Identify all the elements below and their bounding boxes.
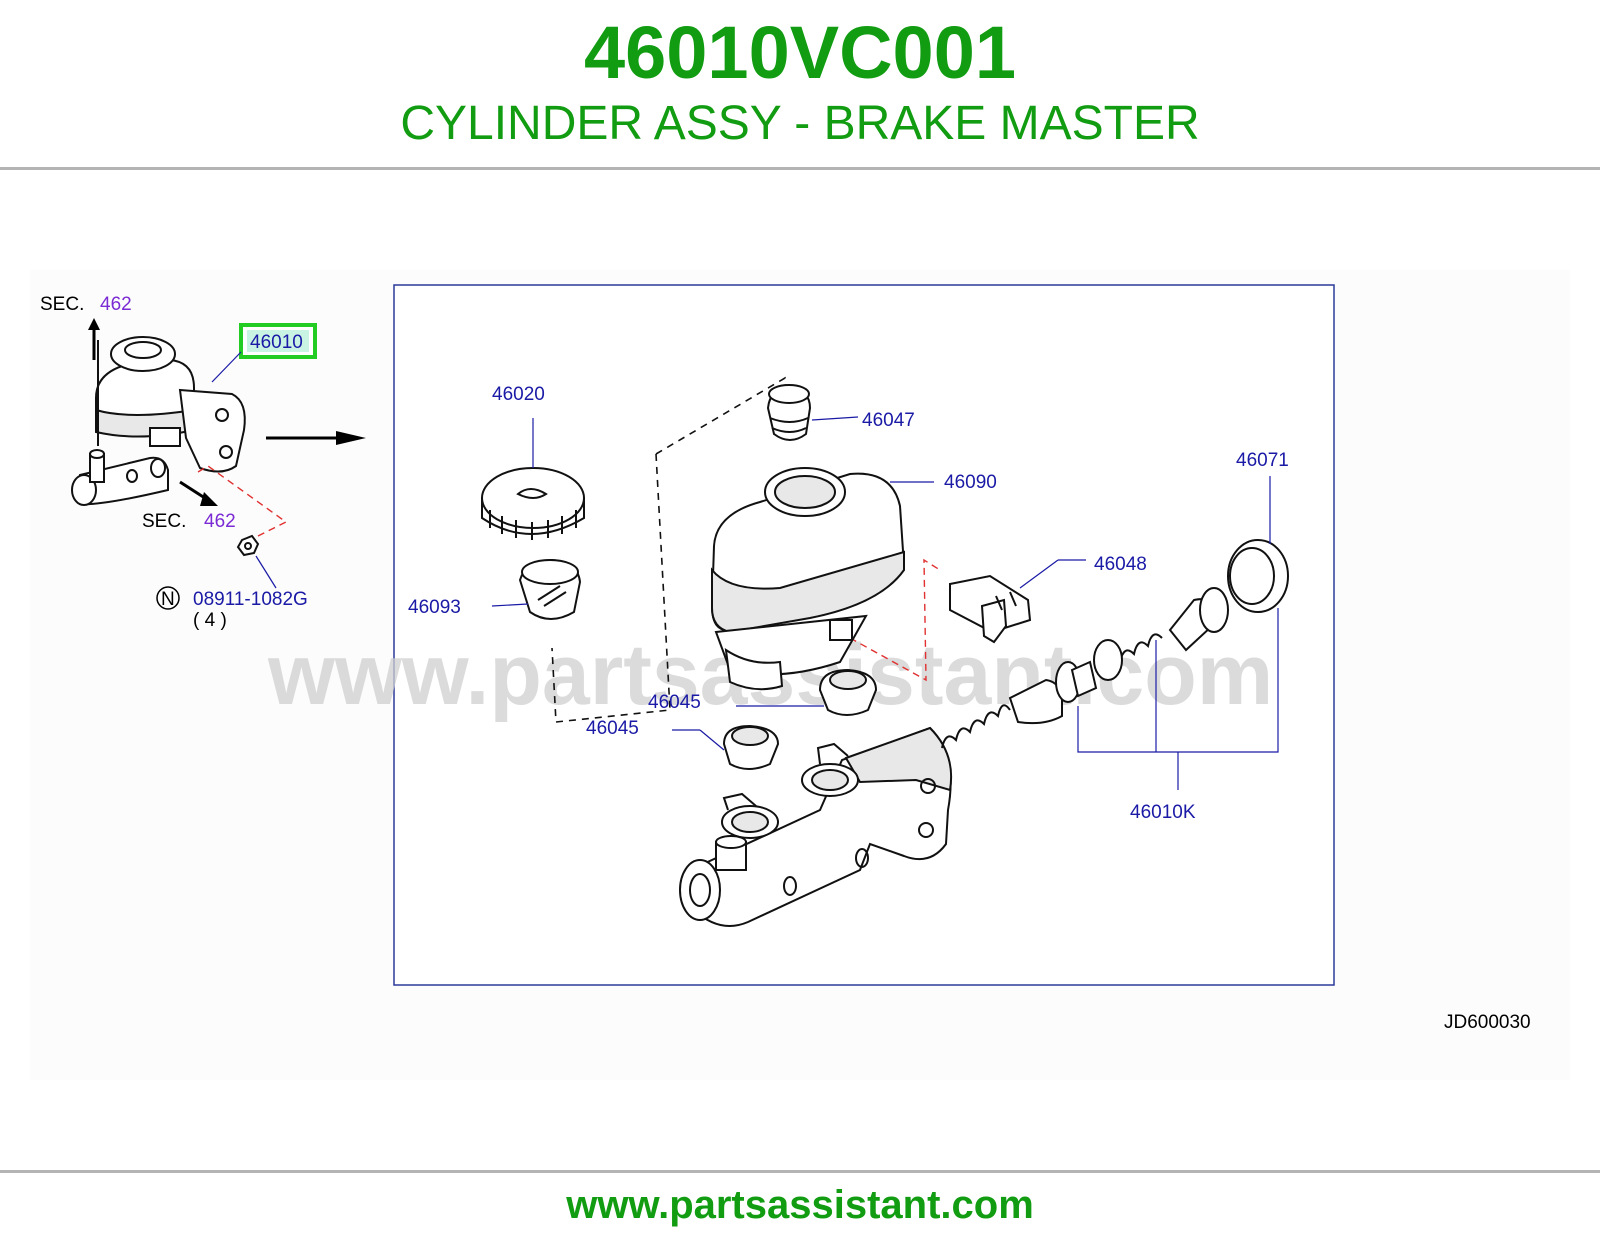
n-symbol-circle: [156, 586, 180, 610]
nut-leader: [255, 555, 277, 589]
callout-46048[interactable]: 46048: [1094, 554, 1147, 575]
seal-ring-icon: [1227, 539, 1289, 613]
callout-46045-a[interactable]: 46045: [648, 692, 701, 713]
sec-top-link[interactable]: 462: [100, 294, 132, 315]
sec-top-prefix: SEC.: [40, 294, 84, 315]
part-name-subtitle: CYLINDER ASSY - BRAKE MASTER: [400, 97, 1200, 150]
footer-divider: [0, 1170, 1600, 1173]
expand-arrow-head-icon: [336, 431, 366, 445]
master-cylinder-body-icon: [679, 726, 953, 927]
nut-location-dashline: [197, 465, 288, 541]
highlighted-part-leader: [211, 351, 242, 383]
strainer-icon: [518, 558, 582, 620]
grommet-a-icon: [818, 668, 878, 716]
nut-quantity: ( 4 ): [193, 610, 227, 631]
leader-46093: [491, 603, 529, 607]
plug-grommet-icon: [766, 384, 812, 441]
n-symbol-label: N: [161, 589, 175, 610]
sec-bottom-link[interactable]: 462: [204, 511, 236, 532]
callout-46047[interactable]: 46047: [862, 410, 915, 431]
leader-46045-b2: [699, 729, 725, 751]
exploded-view-drawing: SEC. 462 46010: [40, 284, 1531, 1033]
leader-46047: [811, 416, 859, 421]
reservoir-cap-icon: [481, 467, 585, 540]
overview-cylinder-icon: [71, 336, 246, 506]
highlighted-part-label[interactable]: 46010: [250, 332, 303, 353]
callout-46090[interactable]: 46090: [944, 472, 997, 493]
nut-icon: [236, 534, 260, 557]
overview-assembly: SEC. 462 46010: [40, 294, 366, 631]
highlighted-part-fill: [247, 330, 309, 352]
header-divider: [0, 167, 1600, 170]
page-header: 46010VC001 CYLINDER ASSY - BRAKE MASTER: [0, 0, 1600, 170]
callout-46093[interactable]: 46093: [408, 597, 461, 618]
grommet-b-icon: [722, 724, 780, 770]
piston-kit-icon: [941, 587, 1229, 749]
callout-46010k[interactable]: 46010K: [1130, 802, 1196, 823]
level-sensor-icon: [949, 574, 1032, 644]
strainer-guide-dashline: [551, 453, 671, 723]
footer-website-link[interactable]: www.partsassistant.com: [566, 1183, 1034, 1227]
nut-part-number[interactable]: 08911-1082G: [193, 589, 308, 610]
drawing-code: JD600030: [1444, 1012, 1531, 1033]
parts-diagram: SEC. 462 46010: [0, 270, 1600, 1080]
callout-46020[interactable]: 46020: [492, 384, 545, 405]
cap-guide-dashline: [655, 376, 788, 455]
up-arrow-head-icon: [88, 318, 100, 330]
part-number-title: 46010VC001: [583, 11, 1017, 94]
sec-bottom-prefix: SEC.: [142, 511, 186, 532]
leader-46048a: [1019, 559, 1059, 589]
callout-46045-b[interactable]: 46045: [586, 718, 639, 739]
reservoir-tank-icon: [710, 467, 906, 691]
callout-46071[interactable]: 46071: [1236, 450, 1289, 471]
sensor-guide-dashline: [849, 558, 941, 682]
down-right-arrow-head-icon: [200, 492, 218, 506]
